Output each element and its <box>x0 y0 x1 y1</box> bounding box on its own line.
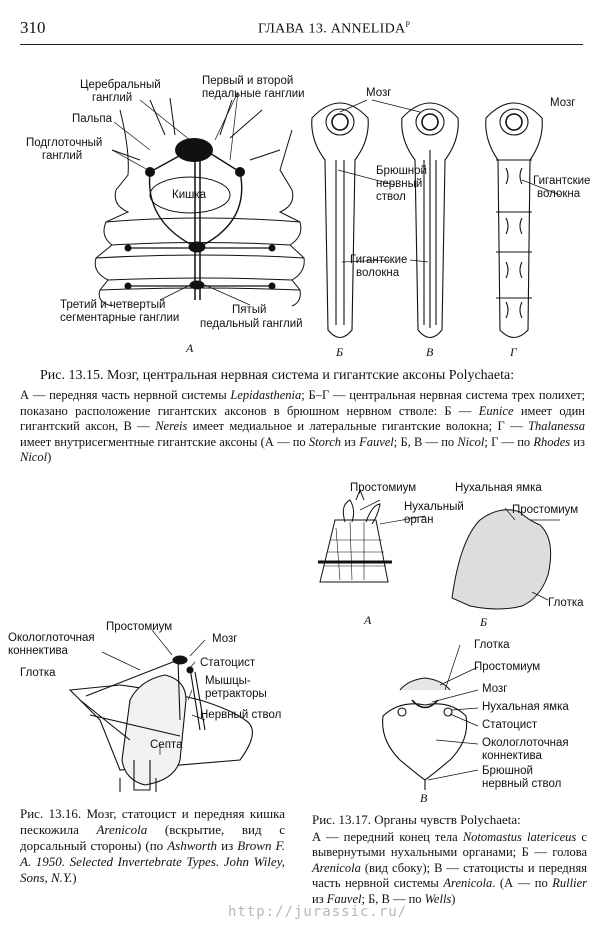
page-number: 310 <box>20 18 46 37</box>
label-17b-prostomium: Простомиум <box>512 504 578 516</box>
cerebral-ganglion-shape <box>175 138 213 162</box>
label-17v-prostomium: Простомиум <box>474 661 540 673</box>
panel-letter-b: Б <box>335 345 343 359</box>
label-gut: Кишка <box>172 189 207 201</box>
label-16-prostomium: Простомиум <box>106 621 172 633</box>
notomastus-body <box>319 519 389 583</box>
label-16-nerve-cord: Нервный ствол <box>200 709 281 721</box>
label-16-pharynx: Глотка <box>20 667 56 679</box>
label-17b-nuchal-pit: Нухальная ямка <box>455 482 542 494</box>
panel-letter-17a: А <box>363 613 372 627</box>
chapter-title: ГЛАВА 13. ANNELIDAP <box>258 20 411 37</box>
label-brain-g: Мозг <box>550 97 575 109</box>
label-17a-prostomium: Простомиум <box>350 482 416 494</box>
caption-13-17: Рис. 13.17. Органы чувств Polychaeta: А … <box>312 812 588 906</box>
label-17v-pharynx: Глотка <box>474 639 510 651</box>
caption-13-16: Рис. 13.16. Мозг, статоцист и передняя к… <box>20 806 285 885</box>
panel-letter-a: А <box>185 341 194 355</box>
label-palp: Пальпа <box>72 113 113 125</box>
watermark: http://jurassic.ru/ <box>228 904 408 920</box>
label-17v-statocyst: Статоцист <box>482 719 538 731</box>
label-17v-nuchal-pit: Нухальная ямка <box>482 701 569 713</box>
label-17v-brain: Мозг <box>482 683 507 695</box>
label-17b-pharynx: Глотка <box>548 597 584 609</box>
panel-letter-v: В <box>426 345 434 359</box>
label-16-brain: Мозг <box>212 633 237 645</box>
panel-letter-17b: Б <box>479 615 487 629</box>
label-16-septum: Септа <box>150 739 183 751</box>
label-brain-b: Мозг <box>366 87 391 99</box>
caption-13-15-title: Рис. 13.15. Мозг, центральная нервная си… <box>40 368 515 383</box>
label-16-retractors: Мышцы-ретракторы <box>205 675 267 700</box>
panel-letter-g: Г <box>509 345 518 359</box>
header-rule <box>20 44 583 45</box>
caption-13-17-title: Рис. 13.17. Органы чувств Polychaeta: <box>312 812 521 827</box>
label-16-statocyst: Статоцист <box>200 657 256 669</box>
panel-letter-17v: В <box>420 791 428 805</box>
caption-13-15-body: А — передняя часть нервной системы Lepid… <box>20 388 586 464</box>
